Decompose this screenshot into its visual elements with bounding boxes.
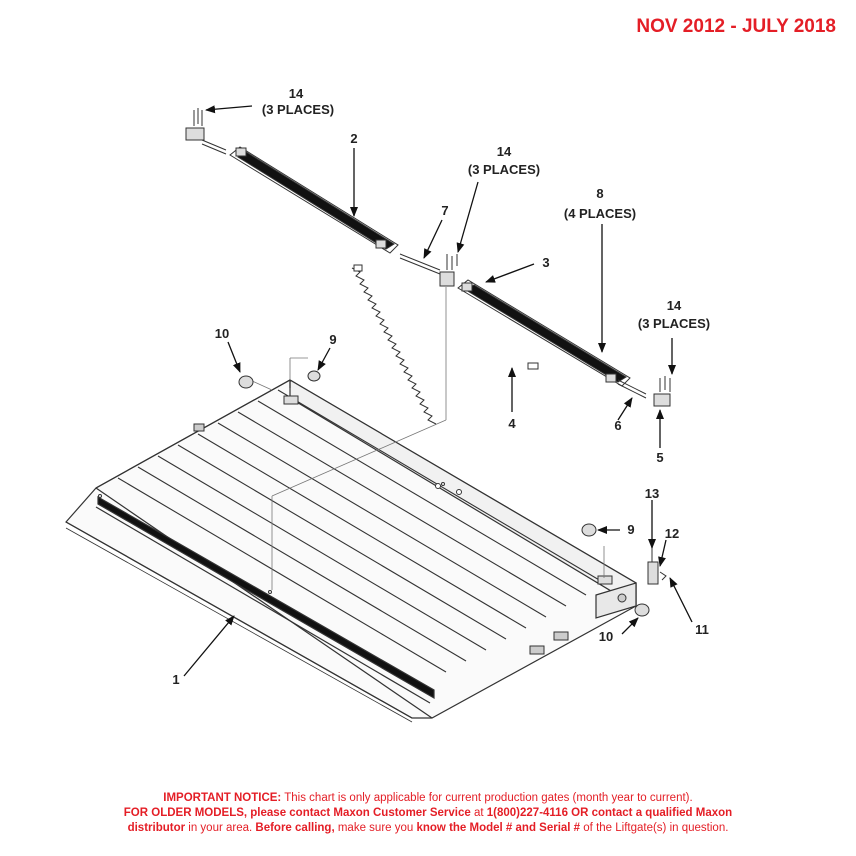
phantom-lines xyxy=(249,287,605,590)
callout-14a-sub: (3 PLACES) xyxy=(262,102,334,117)
callout-7: 7 xyxy=(441,203,448,218)
callout-12: 12 xyxy=(665,526,679,541)
callout-5: 5 xyxy=(656,450,663,465)
rail-item-2 xyxy=(229,146,399,254)
notice-text-3: in your area. xyxy=(185,822,256,834)
callout-14b-sub: (3 PLACES) xyxy=(468,162,540,177)
notice-text-4: make sure you xyxy=(334,822,417,834)
notice-distributor: distributor xyxy=(127,822,186,834)
bushing-10b xyxy=(634,603,650,617)
notice-model-serial: know the Model # and Serial # xyxy=(416,822,581,834)
callout-labels: 14 (3 PLACES) 2 14 (3 PLACES) 8 (4 PLACE… xyxy=(172,86,710,687)
callout-14c-sub: (3 PLACES) xyxy=(638,316,710,331)
callout-8: 8 xyxy=(596,186,603,201)
notice-line-1: IMPORTANT NOTICE: This chart is only app… xyxy=(0,791,856,806)
rail-item-3 xyxy=(457,279,631,387)
hardware-11-12-13 xyxy=(647,548,667,585)
bushing-9b xyxy=(581,523,597,537)
callout-11: 11 xyxy=(695,622,709,637)
callout-1: 1 xyxy=(172,672,179,687)
callout-6: 6 xyxy=(614,418,621,433)
bracket-left xyxy=(185,108,205,141)
pin-item-7 xyxy=(399,253,441,275)
deck-fixtures xyxy=(98,395,627,655)
seal-strip-item-4 xyxy=(351,264,539,425)
notice-line-2: FOR OLDER MODELS, please contact Maxon C… xyxy=(0,806,856,821)
notice-older-models: FOR OLDER MODELS, please contact Maxon C… xyxy=(123,807,471,819)
bushing-10a xyxy=(238,375,254,389)
deck-planks xyxy=(117,389,607,673)
notice-line-3: distributor in your area. Before calling… xyxy=(0,821,856,836)
callout-14a: 14 xyxy=(289,86,304,101)
callout-10a: 10 xyxy=(215,326,229,341)
callout-arrows xyxy=(183,105,693,677)
callout-13: 13 xyxy=(645,486,659,501)
important-notice: IMPORTANT NOTICE: This chart is only app… xyxy=(0,791,856,836)
notice-label: IMPORTANT NOTICE: xyxy=(163,792,282,804)
platform xyxy=(65,378,637,723)
callout-3: 3 xyxy=(542,255,549,270)
date-range-title: NOV 2012 - JULY 2018 xyxy=(636,16,836,37)
callout-4: 4 xyxy=(508,416,516,431)
end-pin-left xyxy=(201,139,227,155)
pin-item-6 xyxy=(617,379,647,399)
callout-14c: 14 xyxy=(667,298,682,313)
callout-14b: 14 xyxy=(497,144,512,159)
bushing-9a xyxy=(307,370,321,382)
callout-8-sub: (4 PLACES) xyxy=(564,206,636,221)
callout-10b: 10 xyxy=(599,629,613,644)
callout-2: 2 xyxy=(350,131,357,146)
notice-text-2: at xyxy=(470,807,487,819)
callout-9b: 9 xyxy=(627,522,634,537)
callout-9a: 9 xyxy=(329,332,336,347)
notice-text-1: This chart is only applicable for curren… xyxy=(281,792,693,804)
bracket-middle xyxy=(439,254,458,287)
bracket-item-5 xyxy=(653,376,671,407)
notice-text-5: of the Liftgate(s) in question. xyxy=(580,822,729,834)
notice-before-calling: Before calling, xyxy=(255,822,335,834)
notice-phone: 1(800)227-4116 OR contact a qualified Ma… xyxy=(486,807,733,819)
